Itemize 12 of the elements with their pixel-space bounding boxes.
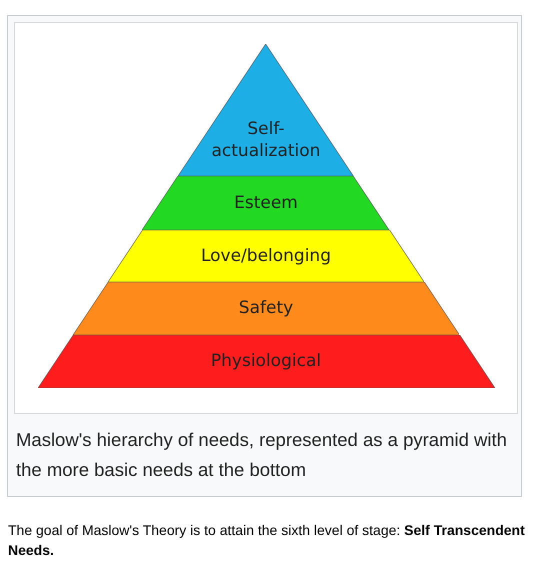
level-label: Love/belonging bbox=[200, 244, 332, 268]
figure-caption: Maslow's hierarchy of needs, represented as a pyramid with the more basic needs at the bottom bbox=[16, 428, 508, 482]
pyramid-level bbox=[72, 282, 460, 335]
note-text: The goal of Maslow's Theory is to attain the sixth level of stage: Self Transcendent Needs. bbox=[8, 521, 526, 560]
level-label: Self-actualization bbox=[210, 118, 322, 162]
level-label: Esteem bbox=[234, 192, 298, 214]
pyramid-level bbox=[108, 230, 424, 282]
level-label: Physiological bbox=[210, 350, 322, 373]
pyramid-level bbox=[178, 44, 354, 176]
level-label: Safety bbox=[238, 297, 294, 320]
pyramid-level bbox=[38, 335, 494, 388]
pyramid-level bbox=[142, 176, 390, 230]
